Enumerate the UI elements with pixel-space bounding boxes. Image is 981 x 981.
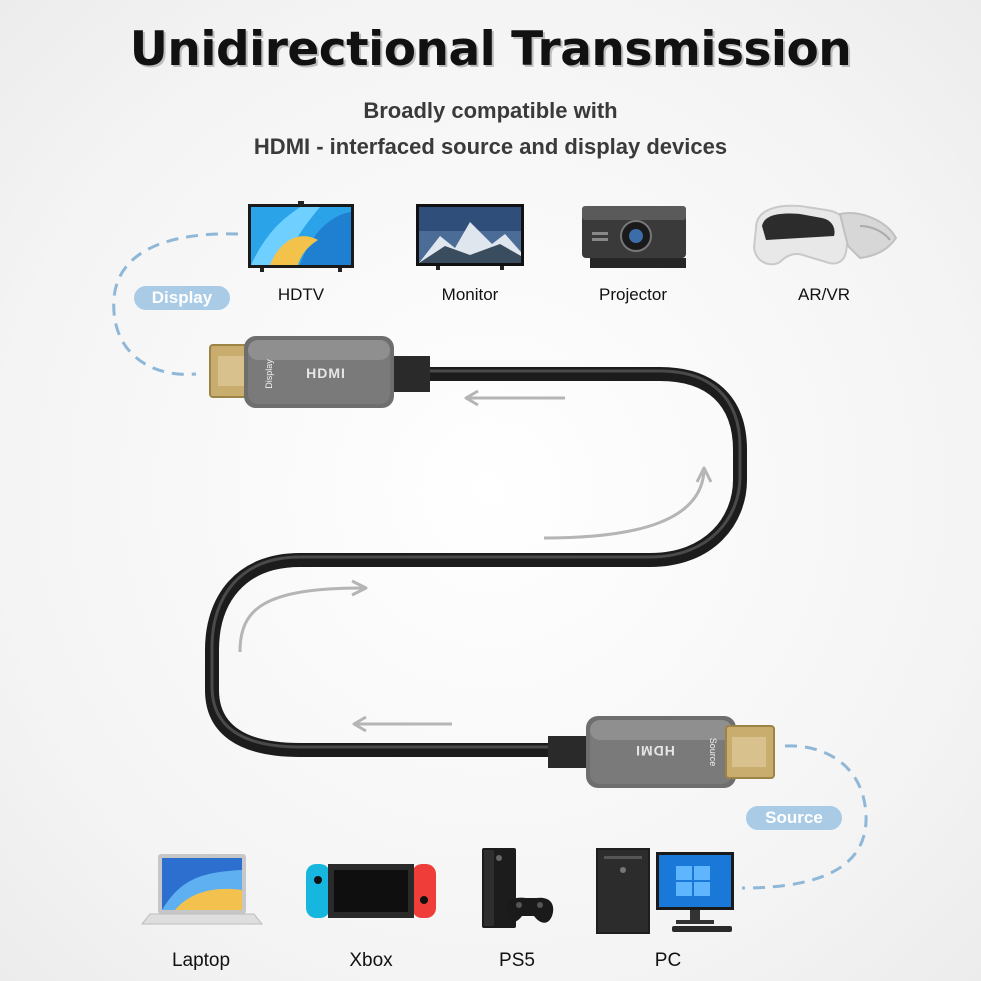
device-label-monitor: Monitor [441,285,499,304]
xbox-console-icon [482,848,554,928]
hdtv-icon [248,201,354,272]
subtitle-line-2: HDMI - interfaced source and display dev… [253,134,728,159]
device-label-laptop: Laptop [171,950,231,971]
subtitle-line-1: Broadly compatible with [363,98,618,123]
flow-arrow-right [543,471,706,540]
desktop-pc-icon [596,848,734,934]
monitor-icon [416,204,524,270]
display-dashed-guide [112,232,239,376]
device-label-xbox: Xbox [349,950,393,971]
hdmi-cable [205,367,747,757]
device-label-ps5: PS5 [499,950,535,971]
source-connector: HDMI Source [548,716,775,788]
device-label-arvr: AR/VR [798,285,850,304]
switch-console-icon [306,864,436,918]
display-connector-label: Display [264,359,274,389]
display-badge: Display [134,286,230,310]
display-connector-brand: HDMI [306,365,346,381]
flow-arrows [238,389,713,733]
page-title: Unidirectional Transmission [129,22,852,77]
device-label-pc: PC [654,950,682,971]
source-badge: Source [746,806,842,830]
vr-headset-icon [752,204,898,266]
device-label-projector: Projector [598,285,668,304]
source-dashed-guide [741,744,868,890]
device-label-hdtv: HDTV [277,285,325,304]
source-connector-brand: HDMI [635,743,675,759]
flow-arrow-left [238,586,363,653]
source-connector-label: Source [708,738,718,767]
display-connector: HDMI Display [209,336,430,408]
projector-icon [582,206,686,268]
laptop-icon [140,854,264,925]
